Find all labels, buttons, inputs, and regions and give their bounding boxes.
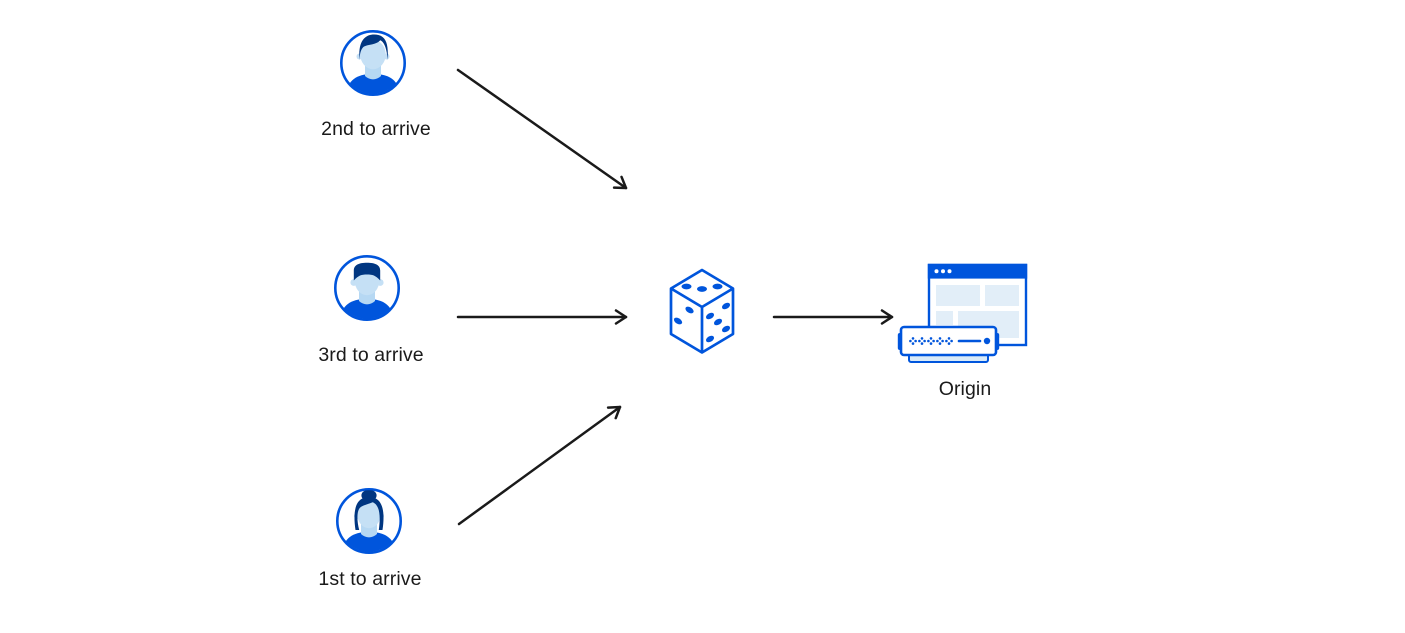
- avatar-man-flat-hair-icon: [333, 254, 401, 322]
- arrow-visitor-1st-to-dice: [457, 405, 622, 526]
- visitor-3rd-label: 3rd to arrive: [318, 344, 424, 366]
- origin-server-browser-icon: [897, 263, 1028, 363]
- avatar-man-swept-hair-icon: [339, 29, 407, 97]
- arrow-visitor-2nd-to-dice: [456, 68, 628, 190]
- visitor-1st-label: 1st to arrive: [318, 568, 422, 590]
- origin-label: Origin: [938, 378, 992, 400]
- visitor-2nd-label: 2nd to arrive: [321, 118, 431, 140]
- avatar-woman-bun-icon: [335, 487, 403, 555]
- dice-icon: [669, 268, 735, 354]
